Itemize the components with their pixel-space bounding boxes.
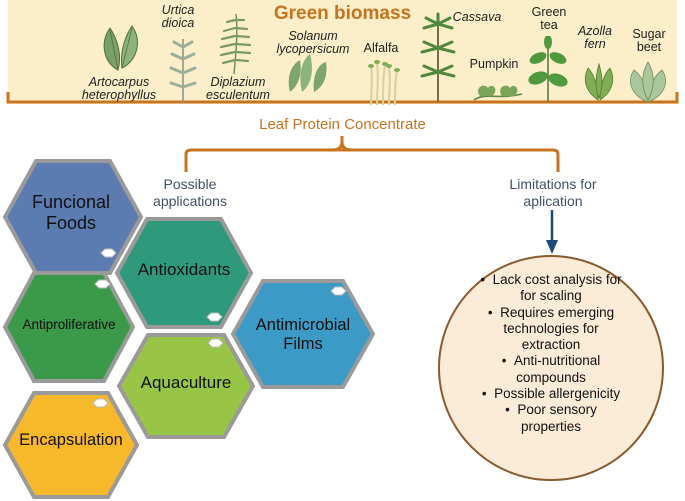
limitations-circle [438, 255, 664, 481]
hex-antimicrobial-films [230, 279, 376, 389]
limitations-list: • Lack cost analysis for for scaling • R… [440, 272, 662, 435]
limitation-item: • Possible allergenicity [481, 386, 621, 402]
limitation-item: • Anti-nutritional [501, 353, 601, 369]
center-label: Leaf Protein Concentrate [259, 116, 426, 133]
split-bracket [184, 136, 560, 172]
tea-plant-icon [528, 36, 568, 102]
fern-icon [219, 13, 252, 74]
nettle-plant-icon [169, 39, 197, 103]
hex-encapsulation [2, 391, 140, 499]
plant-label-alfalfa: Alfalfa [363, 41, 399, 55]
limitation-item: • Poor sensory [505, 402, 597, 418]
azolla-fern-icon [584, 62, 614, 101]
hex-label-antioxidants: Antioxidants [137, 260, 231, 279]
sugar-beet-icon [630, 61, 666, 103]
hex-functional-foods [2, 159, 144, 275]
limitations-arrow [546, 210, 558, 254]
hex-antiproliferative [2, 271, 136, 383]
limitation-item-cont: extraction [521, 337, 581, 353]
limitation-item-cont: compounds [516, 369, 586, 385]
plant-label-pumpkin: Pumpkin [469, 57, 519, 71]
limitation-item-cont: properties [520, 418, 582, 434]
limitation-item: • Lack cost analysis for [480, 272, 622, 287]
hex-label-encapsulation: Encapsulation [19, 431, 123, 449]
limitation-item: • Requires emerging [487, 304, 615, 320]
jackfruit-leaf-icon [103, 25, 138, 71]
plant-label-cassava: Cassava [452, 10, 502, 24]
hex-label-antiproliferative: Antiproliferative [22, 317, 116, 332]
hex-antioxidants [114, 217, 254, 329]
tomato-plant-icon [288, 54, 327, 92]
cassava-plant-icon [420, 12, 456, 102]
hex-label-aquaculture: Aquaculture [140, 373, 232, 392]
hex-aquaculture [116, 333, 256, 439]
banner-title: Green biomass [273, 3, 412, 24]
pumpkin-vine-icon [473, 85, 523, 101]
limitation-item-cont: for scaling [520, 288, 582, 304]
alfalfa-sprouts-icon [368, 60, 400, 105]
banner-bracket [6, 92, 679, 104]
limitation-item-cont: technologies for [503, 320, 599, 336]
